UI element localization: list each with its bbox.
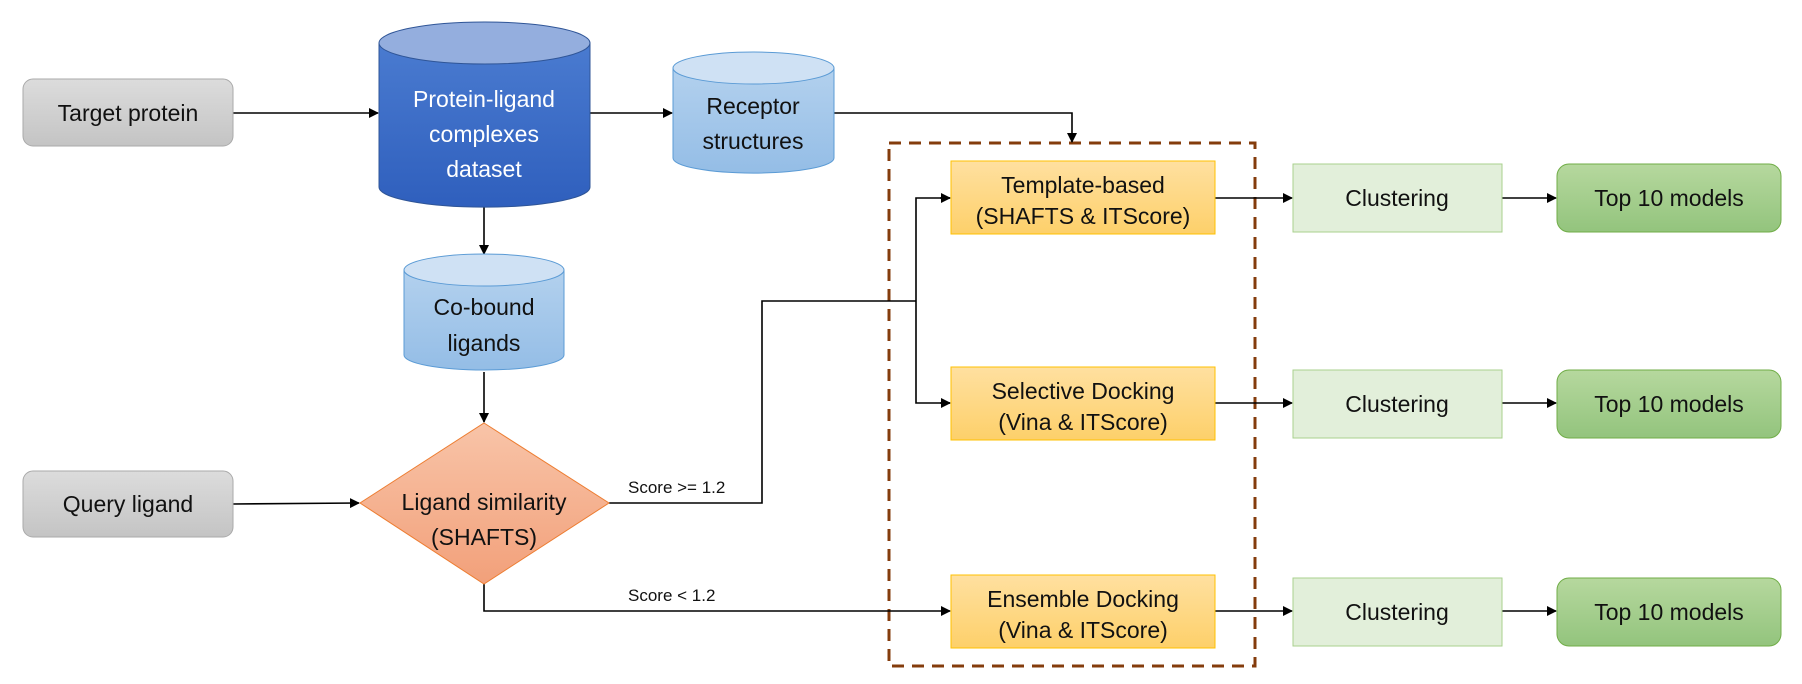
edge-receptor-to-group <box>834 112 1077 143</box>
selective-label-line2: (Vina & ITScore) <box>998 409 1168 435</box>
dataset-cylinder: Protein-ligand complexes dataset <box>378 21 591 208</box>
dataset-label-line2: complexes <box>429 121 539 147</box>
edge-similarity-low <box>483 584 951 616</box>
clustering-label: Clustering <box>1345 599 1449 625</box>
top-models-node: Top 10 models <box>1556 369 1782 439</box>
target-protein-label: Target protein <box>58 100 199 126</box>
top-models-label: Top 10 models <box>1594 391 1744 417</box>
similarity-label-line1: Ligand similarity <box>402 489 567 515</box>
dataset-label-line1: Protein-ligand <box>413 86 555 112</box>
edges <box>232 108 1557 616</box>
clustering-node: Clustering <box>1292 163 1503 233</box>
edge-query-to-similarity <box>232 498 360 509</box>
label-score-low: Score < 1.2 <box>628 586 715 605</box>
top-models-label: Top 10 models <box>1594 185 1744 211</box>
ligand-similarity-decision: Ligand similarity (SHAFTS) <box>359 422 610 585</box>
clustering-node: Clustering <box>1292 369 1503 439</box>
similarity-label-line2: (SHAFTS) <box>431 524 537 550</box>
selective-docking-node: Selective Docking (Vina & ITScore) <box>950 366 1216 441</box>
query-ligand-label: Query ligand <box>63 491 193 517</box>
top-models-label: Top 10 models <box>1594 599 1744 625</box>
dataset-label-line3: dataset <box>446 156 522 182</box>
template-label-line2: (SHAFTS & ITScore) <box>976 203 1191 229</box>
receptor-label-line2: structures <box>703 128 804 154</box>
receptor-label-line1: Receptor <box>706 93 800 119</box>
ensemble-label-line1: Ensemble Docking <box>987 586 1179 612</box>
query-ligand-node: Query ligand <box>22 470 234 538</box>
ensemble-label-line2: (Vina & ITScore) <box>998 617 1168 643</box>
cobound-ligands-cylinder: Co-bound ligands <box>403 253 565 371</box>
template-label-line1: Template-based <box>1001 172 1165 198</box>
label-score-high: Score >= 1.2 <box>628 478 725 497</box>
edge-similarity-high <box>609 300 916 504</box>
receptor-cylinder: Receptor structures <box>672 51 835 174</box>
clustering-label: Clustering <box>1345 185 1449 211</box>
template-based-node: Template-based (SHAFTS & ITScore) <box>950 160 1216 235</box>
clustering-label: Clustering <box>1345 391 1449 417</box>
top-models-node: Top 10 models <box>1556 163 1782 233</box>
docking-methods-group <box>887 141 1257 668</box>
target-protein-node: Target protein <box>22 78 234 147</box>
top-models-node: Top 10 models <box>1556 577 1782 647</box>
selective-label-line1: Selective Docking <box>992 378 1175 404</box>
cobound-label-line2: ligands <box>448 330 521 356</box>
clustering-node: Clustering <box>1292 577 1503 647</box>
ensemble-docking-node: Ensemble Docking (Vina & ITScore) <box>950 574 1216 649</box>
edge-split <box>915 197 950 404</box>
cobound-label-line1: Co-bound <box>433 294 534 320</box>
